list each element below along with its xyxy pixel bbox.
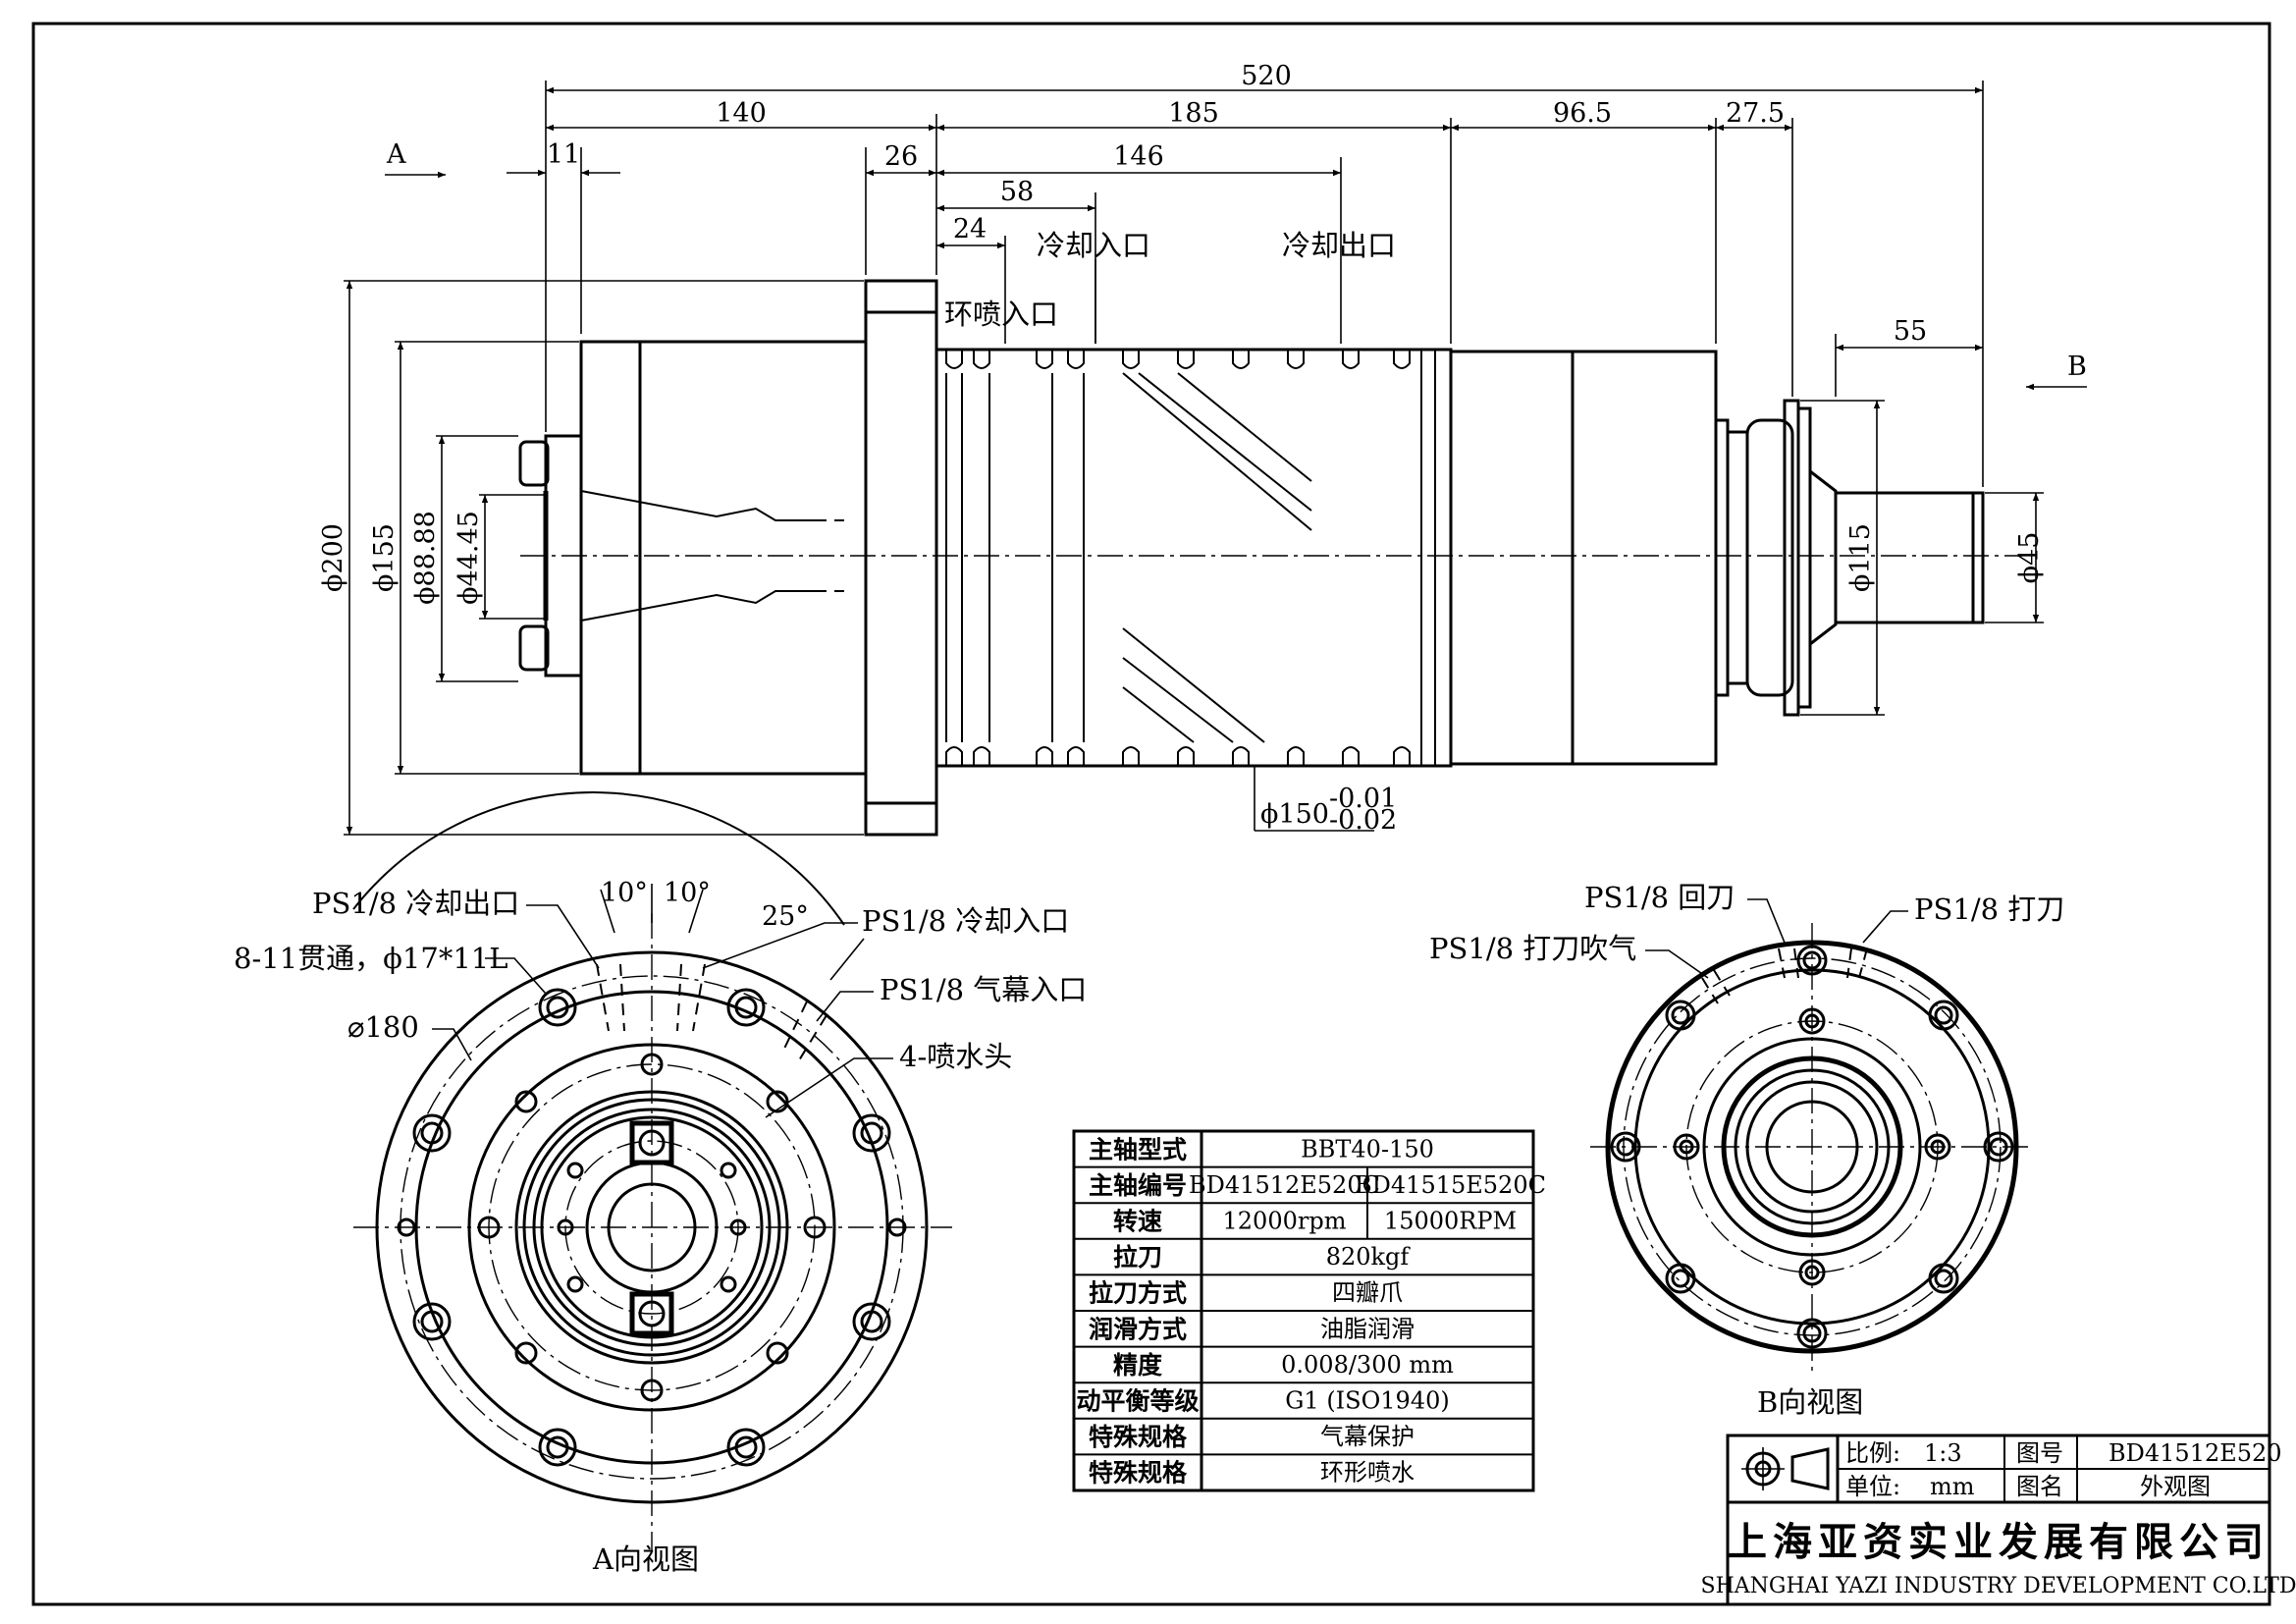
dim-185: 185 (1168, 98, 1219, 129)
spec-key-6: 精度 (1113, 1351, 1162, 1380)
view-a-labels: 10° 10° 25° PS1/8 冷却出口 PS1/8 冷却入口 8-11贯通… (234, 791, 1087, 1576)
scale-value: 1:3 (1924, 1439, 1962, 1467)
drawing-name-value: 外观图 (2140, 1473, 2211, 1500)
label-b-tool-clamp: PS1/8 打刀 (1914, 893, 2064, 926)
spec-value-8-0: 气幕保护 (1320, 1423, 1415, 1450)
label-a-cooling-inlet: PS1/8 冷却入口 (862, 904, 1069, 938)
dim-phi45: ϕ45 (2014, 532, 2045, 584)
unit-value: mm (1930, 1473, 1975, 1500)
view-a (353, 913, 952, 1551)
spec-key-1: 主轴编号 (1089, 1171, 1187, 1200)
dim-146: 146 (1113, 141, 1164, 172)
section-mark-a: A (386, 139, 406, 170)
dim-phi155: ϕ155 (369, 523, 400, 592)
view-b (1590, 923, 2034, 1371)
spec-key-3: 拉刀 (1113, 1243, 1162, 1272)
spec-value-0-0: BBT40-150 (1301, 1135, 1434, 1163)
label-cooling-outlet: 冷却出口 (1282, 229, 1396, 262)
spec-value-6-0: 0.008/300 mm (1281, 1351, 1454, 1379)
drawing-number-value: BD41512E520 (2109, 1439, 2282, 1467)
unit-label: 单位: (1845, 1473, 1900, 1500)
view-b-title: B向视图 (1757, 1385, 1863, 1419)
angle-10-left: 10° (601, 878, 648, 908)
spec-value-7-0: G1 (ISO1940) (1285, 1387, 1449, 1415)
view-b-labels: PS1/8 回刀 PS1/8 打刀 PS1/8 打刀吹气 B向视图 (1429, 881, 2064, 1419)
spec-key-8: 特殊规格 (1089, 1423, 1188, 1451)
dim-27-5: 27.5 (1726, 98, 1785, 129)
label-a-dia180: ⌀180 (347, 1010, 419, 1044)
spec-key-0: 主轴型式 (1089, 1135, 1187, 1164)
label-b-clamp-blow: PS1/8 打刀吹气 (1429, 932, 1636, 965)
spec-value-1-0: BD41512E520C (1189, 1171, 1380, 1199)
spec-key-9: 特殊规格 (1089, 1459, 1188, 1488)
spec-key-4: 拉刀方式 (1089, 1279, 1187, 1308)
angle-25: 25° (762, 901, 809, 932)
section-mark-b: B (2067, 352, 2087, 382)
dim-140: 140 (716, 98, 767, 129)
label-a-nozzles: 4-喷水头 (899, 1040, 1012, 1073)
spec-key-2: 转速 (1113, 1208, 1162, 1236)
company-name-en: SHANGHAI YAZI INDUSTRY DEVELOPMENT CO.LT… (1701, 1574, 2296, 1598)
dim-phi115: ϕ115 (1845, 523, 1876, 592)
scale-label: 比例: (1845, 1439, 1900, 1467)
side-view (518, 279, 2022, 837)
spec-value-2-0: 12000rpm (1223, 1208, 1347, 1235)
spec-value-4-0: 四瓣爪 (1332, 1279, 1403, 1307)
spec-key-7: 动平衡等级 (1076, 1387, 1199, 1416)
cooling-grooves (945, 350, 1436, 766)
spec-value-1-1: BD41515E520C (1355, 1171, 1546, 1199)
dim-phi88: ϕ88.88 (410, 511, 441, 605)
label-a-through-holes: 8-11贯通，ϕ17*11L (234, 942, 507, 975)
side-dimensions: 520 140 185 96.5 27.5 11 26 146 58 24 55… (318, 61, 2087, 836)
dim-24: 24 (953, 214, 987, 244)
company-name-cn: 上海亚资实业发展有限公司 (1728, 1519, 2269, 1565)
dim-26: 26 (884, 141, 918, 172)
dim-58: 58 (1000, 177, 1034, 207)
spec-value-2-1: 15000RPM (1384, 1208, 1517, 1235)
dim-phi44: ϕ44.45 (454, 511, 484, 605)
dim-96-5: 96.5 (1553, 98, 1612, 129)
angle-10-right: 10° (664, 878, 711, 908)
dim-11: 11 (547, 139, 580, 170)
label-cooling-inlet: 冷却入口 (1037, 229, 1150, 262)
dim-phi200: ϕ200 (318, 523, 348, 592)
label-b-tool-return: PS1/8 回刀 (1584, 881, 1735, 914)
dim-phi150-tol-lower: -0.02 (1329, 805, 1397, 836)
view-a-title: A向视图 (592, 1543, 699, 1576)
sheet-border (31, 22, 2271, 1606)
spec-value-9-0: 环形喷水 (1320, 1459, 1415, 1487)
dim-520: 520 (1241, 61, 1292, 91)
drawing-name-label: 图名 (2016, 1473, 2063, 1500)
spec-value-3-0: 820kgf (1326, 1243, 1412, 1271)
dim-55: 55 (1894, 316, 1927, 347)
projection-symbol-icon (1741, 1447, 1830, 1490)
dim-phi150: ϕ150 (1260, 799, 1329, 830)
spec-key-5: 润滑方式 (1089, 1315, 1187, 1343)
label-ring-spray-inlet: 环喷入口 (944, 298, 1058, 331)
dim-phi150-tol-upper: -0.01 (1329, 784, 1397, 814)
label-a-air-curtain-inlet: PS1/8 气幕入口 (880, 973, 1087, 1006)
drawing-number-label: 图号 (2016, 1439, 2063, 1467)
title-block: 比例: 1:3 单位: mm 图号 BD41512E520 图名 外观图 上海亚… (1701, 1434, 2296, 1606)
spec-value-5-0: 油脂润滑 (1320, 1315, 1415, 1342)
label-a-cooling-outlet: PS1/8 冷却出口 (312, 887, 519, 920)
